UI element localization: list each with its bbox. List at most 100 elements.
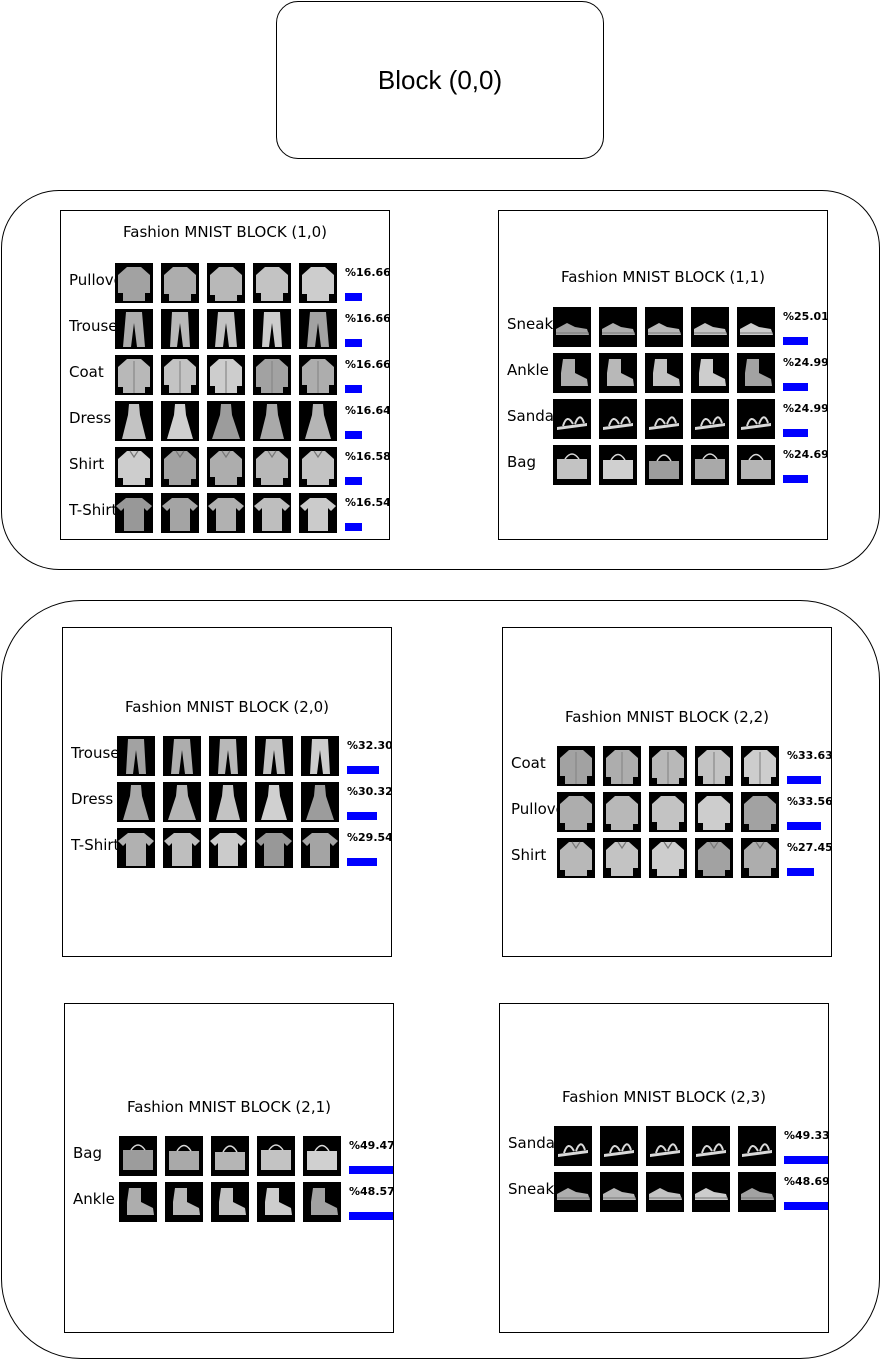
class-row: Ankle%48.57 bbox=[65, 1182, 393, 1228]
ankle-boot-icon bbox=[119, 1182, 157, 1222]
tshirt-icon bbox=[299, 493, 337, 533]
coat-icon bbox=[603, 746, 641, 786]
shirt-icon bbox=[695, 838, 733, 878]
sandal-icon bbox=[646, 1126, 684, 1166]
class-label: Dress bbox=[69, 409, 112, 427]
bag-icon bbox=[599, 445, 637, 485]
percentage-bar bbox=[783, 337, 808, 345]
class-row: Sneaker%25.01 bbox=[499, 307, 827, 353]
ankle-boot-icon bbox=[691, 353, 729, 393]
pullover-icon bbox=[299, 263, 337, 303]
coat-icon bbox=[741, 746, 779, 786]
class-percentage: %32.30 bbox=[347, 739, 392, 752]
trouser-icon bbox=[299, 309, 337, 349]
pullover-icon bbox=[603, 792, 641, 832]
panel-title: Fashion MNIST BLOCK (2,1) bbox=[127, 1098, 331, 1116]
root-block: Block (0,0) bbox=[276, 1, 604, 159]
class-row: Bag %24.69 bbox=[499, 445, 828, 491]
class-percentage: %16.58 bbox=[345, 450, 390, 463]
sandal-icon bbox=[600, 1126, 638, 1166]
dress-icon bbox=[161, 401, 199, 441]
percentage-bar bbox=[783, 429, 808, 437]
trouser-icon bbox=[207, 309, 245, 349]
sneaker-icon bbox=[599, 307, 637, 347]
panel-title: Fashion MNIST BLOCK (2,3) bbox=[562, 1088, 766, 1106]
class-row: T-Shirt%29.54 bbox=[63, 828, 392, 874]
sandal-icon bbox=[599, 399, 637, 439]
ankle-boot-icon bbox=[165, 1182, 203, 1222]
tshirt-icon bbox=[255, 828, 293, 868]
class-label: Coat bbox=[511, 754, 546, 772]
percentage-bar bbox=[349, 1212, 393, 1220]
bag-icon bbox=[257, 1136, 295, 1176]
class-row: Shirt%16.58 bbox=[61, 447, 390, 493]
pullover-icon bbox=[253, 263, 291, 303]
class-percentage: %27.45 bbox=[787, 841, 832, 854]
class-row: Bag%49.47 bbox=[65, 1136, 393, 1182]
percentage-bar bbox=[349, 1166, 393, 1174]
percentage-bar bbox=[787, 776, 821, 784]
percentage-bar bbox=[784, 1156, 828, 1164]
ankle-boot-icon bbox=[257, 1182, 295, 1222]
class-row: Ankle%24.99 bbox=[499, 353, 827, 399]
class-percentage: %16.54 bbox=[345, 496, 390, 509]
pullover-icon bbox=[115, 263, 153, 303]
class-label: Sneaker bbox=[507, 315, 553, 333]
class-label: Trouser bbox=[71, 744, 117, 762]
tshirt-icon bbox=[301, 828, 339, 868]
class-percentage: %33.56 bbox=[787, 795, 832, 808]
sandal-icon bbox=[553, 399, 591, 439]
percentage-bar bbox=[347, 858, 377, 866]
trouser-icon bbox=[115, 309, 153, 349]
sandal-icon bbox=[737, 399, 775, 439]
percentage-bar bbox=[345, 339, 362, 347]
percentage-bar bbox=[783, 383, 808, 391]
class-label: Ankle bbox=[73, 1190, 115, 1208]
class-row: Shirt %27.45 bbox=[503, 838, 832, 884]
percentage-bar bbox=[345, 477, 362, 485]
ankle-boot-icon bbox=[303, 1182, 341, 1222]
shirt-icon bbox=[115, 447, 153, 487]
dress-icon bbox=[253, 401, 291, 441]
class-label: Bag bbox=[507, 453, 537, 471]
sneaker-icon bbox=[738, 1172, 776, 1212]
sneaker-icon bbox=[554, 1172, 592, 1212]
dress-icon bbox=[301, 782, 339, 822]
tshirt-icon bbox=[207, 493, 245, 533]
sneaker-icon bbox=[737, 307, 775, 347]
class-percentage: %16.64 bbox=[345, 404, 390, 417]
class-row: T-Shirt%16.54 bbox=[61, 493, 390, 539]
shirt-icon bbox=[207, 447, 245, 487]
class-percentage: %24.69 bbox=[783, 448, 828, 461]
dress-icon bbox=[207, 401, 245, 441]
pullover-icon bbox=[649, 792, 687, 832]
pullover-icon bbox=[557, 792, 595, 832]
class-percentage: %33.63 bbox=[787, 749, 832, 762]
class-label: Sneaker bbox=[508, 1180, 554, 1198]
class-row: Trouser%16.66 bbox=[61, 309, 389, 355]
sneaker-icon bbox=[553, 307, 591, 347]
percentage-bar bbox=[345, 523, 362, 531]
class-row: Trouser %32.30 bbox=[63, 736, 392, 782]
trouser-icon bbox=[209, 736, 247, 776]
class-label: Shirt bbox=[511, 846, 547, 864]
class-label: Pullover bbox=[69, 271, 115, 289]
root-block-label: Block (0,0) bbox=[377, 64, 503, 95]
class-percentage: %29.54 bbox=[347, 831, 392, 844]
percentage-bar bbox=[347, 812, 377, 820]
trouser-icon bbox=[301, 736, 339, 776]
block-group-level-1 bbox=[1, 190, 880, 570]
class-row: Dress%30.32 bbox=[63, 782, 392, 828]
trouser-icon bbox=[163, 736, 201, 776]
sneaker-icon bbox=[692, 1172, 730, 1212]
sandal-icon bbox=[691, 399, 729, 439]
class-percentage: %30.32 bbox=[347, 785, 392, 798]
class-row: Pullover%16.66 bbox=[61, 263, 389, 309]
class-label: Sandal bbox=[507, 407, 553, 425]
coat-icon bbox=[695, 746, 733, 786]
tshirt-icon bbox=[253, 493, 291, 533]
ankle-boot-icon bbox=[645, 353, 683, 393]
class-label: Sandal bbox=[508, 1134, 554, 1152]
